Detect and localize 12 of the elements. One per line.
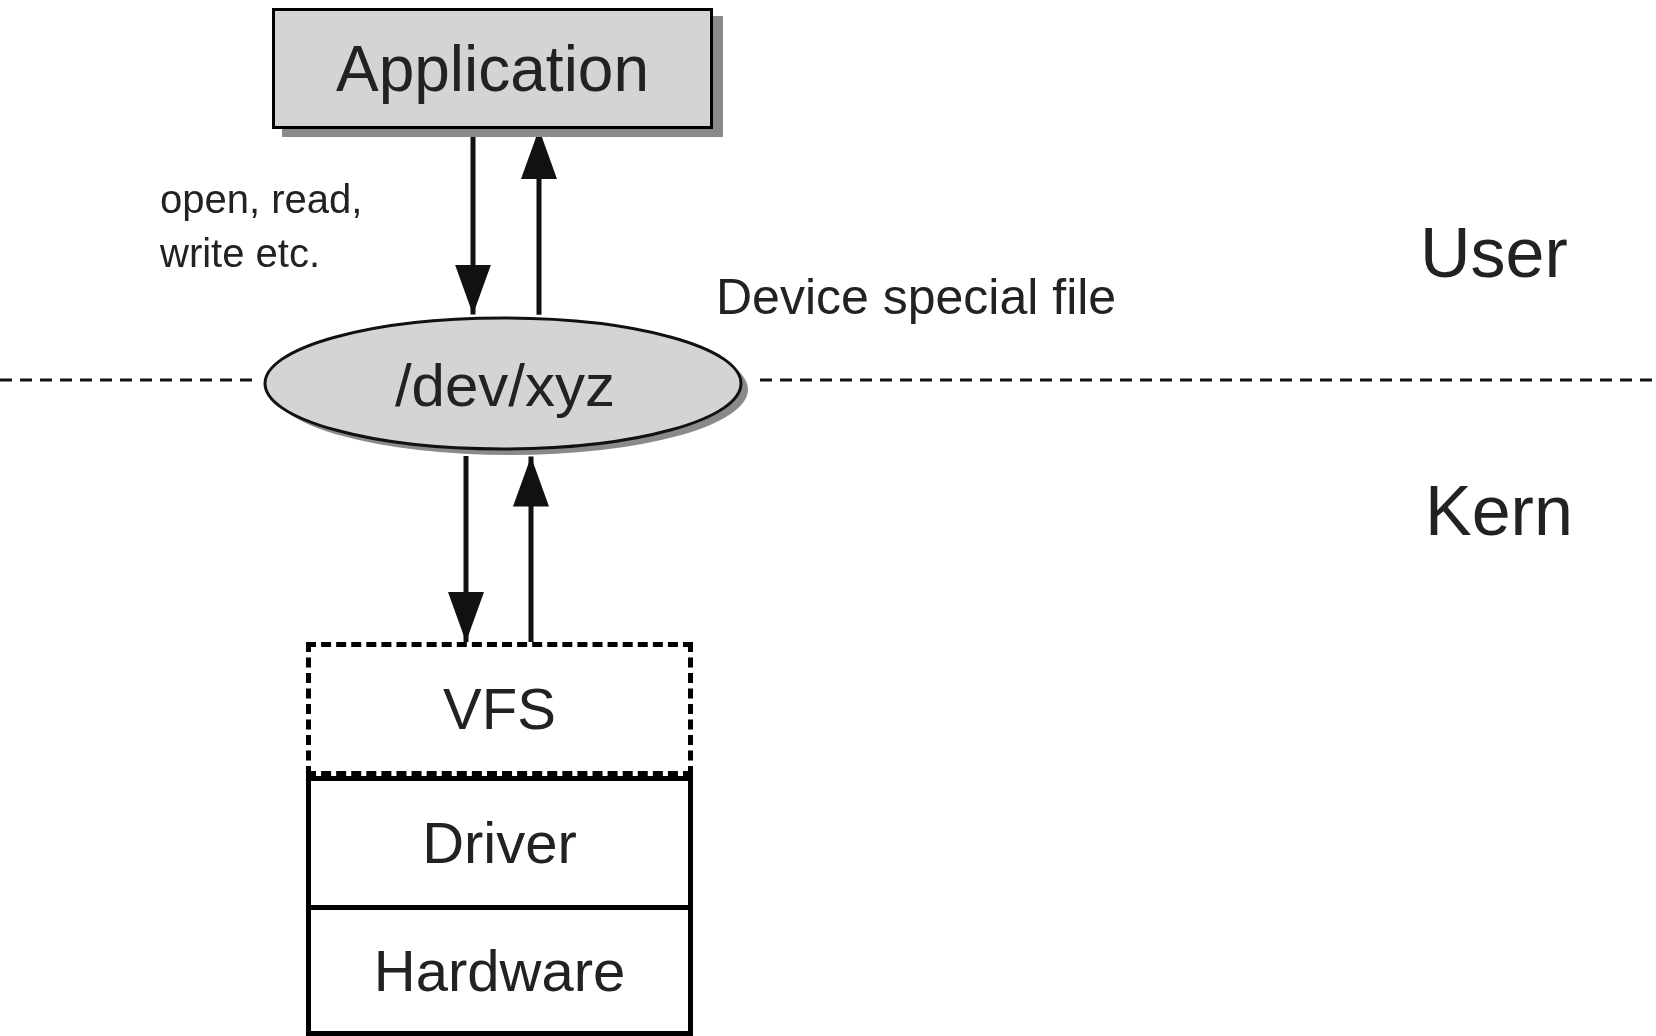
file-ellipse bbox=[260, 314, 750, 457]
zone-label: User bbox=[1420, 218, 1568, 288]
edge-label: open, read, write etc. bbox=[160, 176, 364, 277]
node-label: VFS bbox=[443, 680, 556, 738]
node-caption: Device special file bbox=[716, 272, 1117, 322]
node-label: Driver bbox=[422, 814, 577, 872]
node-label: /dev/xyz bbox=[394, 355, 616, 416]
node-label: Hardware bbox=[373, 941, 626, 1000]
layer-box bbox=[306, 642, 693, 776]
zone-label: Kern bbox=[1425, 476, 1573, 546]
arrow bbox=[513, 456, 549, 642]
arrow bbox=[448, 456, 484, 642]
